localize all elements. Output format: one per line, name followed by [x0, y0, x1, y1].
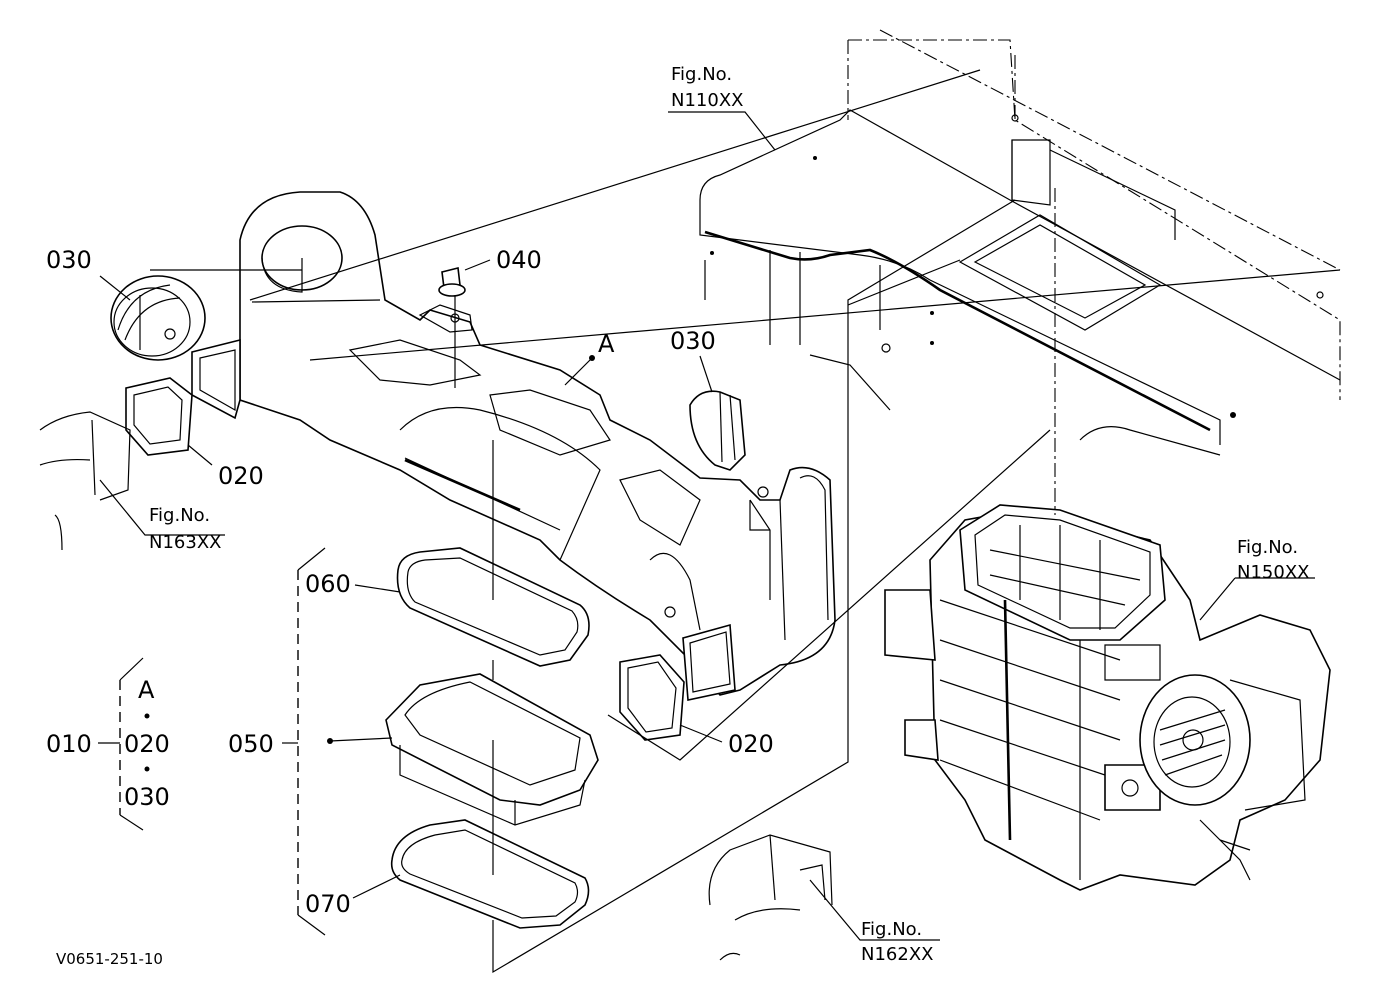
kit-010-contents: A 020 030	[124, 676, 170, 811]
heater-blower-unit-n150	[884, 504, 1331, 891]
fig-ref-n162-line1: Fig.No.	[861, 919, 922, 940]
kit-label-020[interactable]: 020	[124, 730, 170, 758]
fig-ref-n163-line2: N163XX	[149, 532, 221, 553]
part-label-020-right[interactable]: 020	[728, 730, 774, 758]
part-label-010[interactable]: 010	[46, 730, 92, 758]
drawing-code: V0651-251-10	[56, 950, 163, 968]
gasket-060	[396, 547, 590, 667]
part-label-060[interactable]: 060	[305, 570, 351, 598]
fig-ref-n110-line1: Fig.No.	[671, 64, 732, 85]
fig-ref-n163-line1: Fig.No.	[149, 505, 210, 526]
point-label-a[interactable]: A	[598, 330, 615, 358]
part-label-040[interactable]: 040	[496, 246, 542, 274]
part-label-020-left[interactable]: 020	[218, 462, 264, 490]
fig-ref-n162-line2: N162XX	[861, 944, 933, 965]
fig-ref-n150[interactable]: Fig.No. N150XX	[1237, 537, 1309, 583]
duct-seal-right-020	[619, 654, 685, 741]
connector-duct-n162	[708, 834, 833, 961]
bolt-040	[438, 267, 466, 297]
gasket-070	[390, 819, 590, 929]
round-vent-grille-left	[110, 275, 206, 361]
assembly-axes	[249, 69, 1341, 974]
part-label-030-right[interactable]: 030	[670, 327, 716, 355]
fig-ref-n150-line2: N150XX	[1237, 562, 1309, 583]
air-duct-assembly	[191, 191, 836, 701]
vent-grille-right	[689, 390, 746, 471]
fig-ref-n110[interactable]: Fig.No. N110XX	[671, 64, 743, 111]
part-label-070[interactable]: 070	[305, 890, 351, 918]
connector-duct-n163	[39, 411, 131, 551]
cab-frame-outline	[699, 29, 1341, 456]
part-label-030-left[interactable]: 030	[46, 246, 92, 274]
duct-seal-left-020	[125, 377, 193, 456]
kit-label-030[interactable]: 030	[124, 783, 170, 811]
filter-case-050	[385, 673, 599, 826]
part-label-050[interactable]: 050	[228, 730, 274, 758]
leader-lines	[98, 111, 1315, 941]
fig-ref-n162[interactable]: Fig.No. N162XX	[861, 919, 933, 965]
fig-ref-n110-line2: N110XX	[671, 90, 743, 111]
fig-ref-n163[interactable]: Fig.No. N163XX	[149, 505, 221, 553]
kit-label-a[interactable]: A	[138, 676, 155, 704]
fig-ref-n150-line1: Fig.No.	[1237, 537, 1298, 558]
